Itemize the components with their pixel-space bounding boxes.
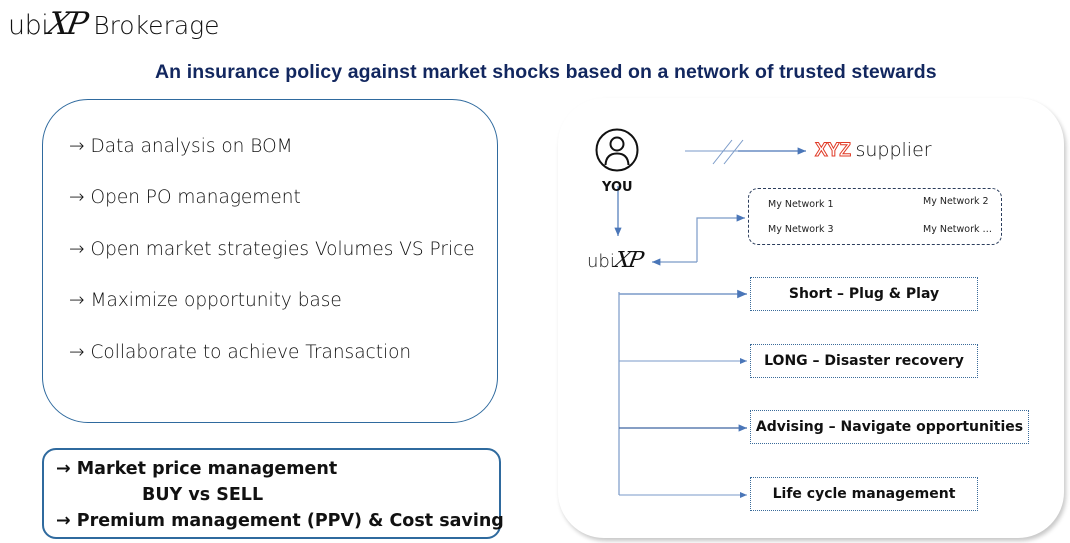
arrow-right-icon: → (69, 136, 85, 157)
capability-item: →Open PO management (69, 187, 301, 208)
capability-item: →Data analysis on BOM (69, 136, 293, 157)
network-item: My Network 1 (768, 199, 834, 210)
highlight-buy-sell: BUY vs SELL (142, 485, 264, 505)
hub-logo: ubi XP (587, 248, 644, 273)
capability-text: Open market strategies Volumes VS Price (90, 239, 475, 260)
arrow-right-icon: → (69, 342, 85, 363)
capability-text: Data analysis on BOM (90, 136, 293, 157)
connector-break-slash-2 (723, 139, 744, 165)
connector-break-slash-1 (712, 139, 733, 165)
logo-ubi: ubi (8, 10, 49, 41)
highlights-box: → Market price management BUY vs SELL → … (42, 448, 504, 539)
highlight-market-price: → Market price management (56, 459, 338, 479)
capability-item: →Collaborate to achieve Transaction (69, 342, 411, 363)
connector-hub-networks (696, 214, 745, 262)
option-advising: Advising – Navigate opportunities (750, 410, 1029, 444)
option-long-disaster-recovery: LONG – Disaster recovery (750, 344, 978, 378)
network-item: My Network 3 (768, 224, 834, 235)
capabilities-box: →Data analysis on BOM →Open PO managemen… (42, 99, 498, 423)
network-item: My Network 2 (923, 196, 989, 207)
capability-text: Maximize opportunity base (90, 290, 342, 311)
highlight-premium: → Premium management (PPV) & Cost saving (56, 511, 504, 531)
arrow-right-icon: → (69, 290, 85, 311)
capability-item: →Maximize opportunity base (69, 290, 342, 311)
supplier-label: supplier (855, 139, 932, 161)
hub-logo-xp: XP (612, 248, 644, 273)
capability-text: Open PO management (90, 187, 301, 208)
brand-logo: ubi XP Brokerage (8, 6, 220, 42)
option-short-plug-play: Short – Plug & Play (750, 277, 978, 311)
networks-box: My Network 1 My Network 2 My Network 3 M… (748, 188, 1002, 245)
hub-logo-ubi: ubi (587, 251, 615, 272)
diagram-card (558, 98, 1064, 538)
page-headline: An insurance policy against market shock… (155, 61, 937, 83)
network-item: My Network … (923, 224, 993, 235)
supplier-brand: XYZ (814, 140, 851, 162)
capability-item: →Open market strategies Volumes VS Price (69, 239, 475, 260)
you-label: YOU (602, 180, 633, 195)
user-circle-icon (595, 128, 639, 172)
arrow-right-icon: → (69, 239, 85, 260)
arrow-right-icon: → (69, 187, 85, 208)
option-life-cycle: Life cycle management (750, 477, 978, 511)
capability-text: Collaborate to achieve Transaction (90, 342, 412, 363)
product-name: Brokerage (93, 11, 220, 40)
